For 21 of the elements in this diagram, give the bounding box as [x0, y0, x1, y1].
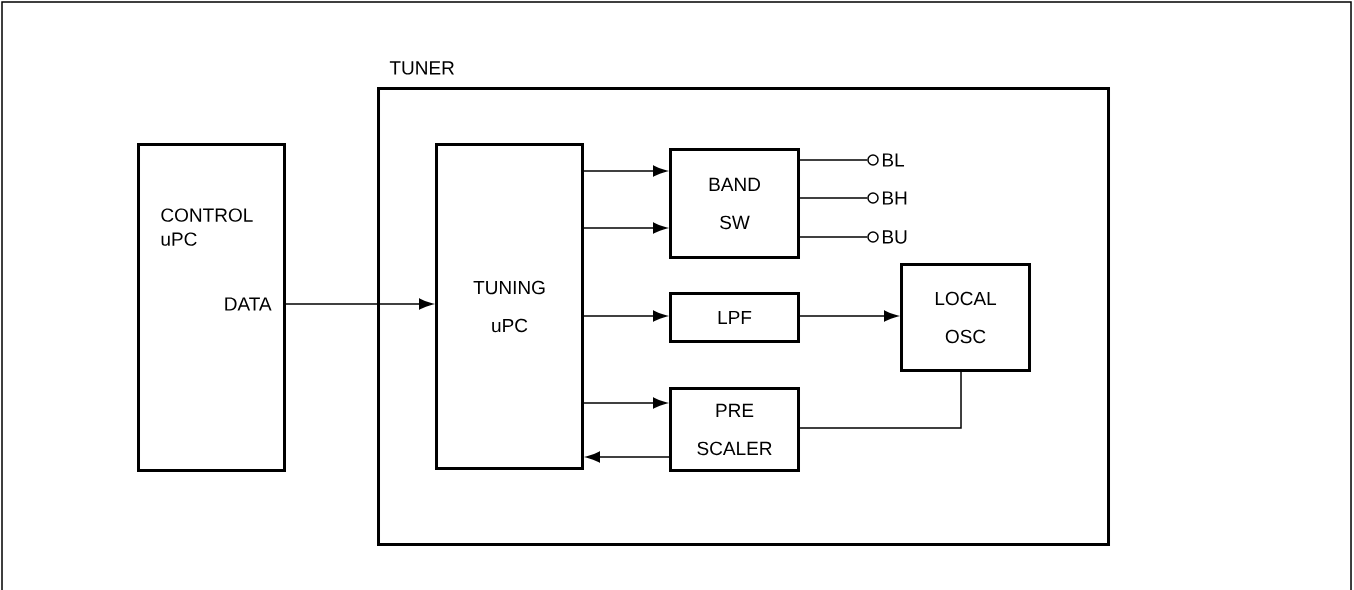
block-box: LOCAL OSC [900, 263, 1031, 372]
terminal-label: BU [883, 230, 907, 244]
arrow [583, 222, 667, 234]
terminal-label: BH [883, 191, 907, 205]
connector-line [799, 236, 868, 238]
arrow [583, 397, 667, 409]
connector-line [799, 197, 868, 199]
block-box: CONTROL uPC DATA [137, 143, 286, 472]
terminal-label: BL [883, 153, 905, 167]
arrow [285, 298, 433, 310]
arrow [583, 310, 667, 322]
connector-line [799, 159, 868, 161]
block-box: BAND SW [669, 148, 800, 259]
arrow [586, 451, 670, 463]
node-label: TUNER [389, 61, 454, 75]
block-box: PRE SCALER [669, 387, 800, 472]
arrow [583, 165, 667, 177]
connector-line [799, 371, 962, 429]
block-box: LPF [669, 292, 800, 343]
arrow [799, 310, 898, 322]
block-box: TUNING uPC [435, 143, 584, 470]
